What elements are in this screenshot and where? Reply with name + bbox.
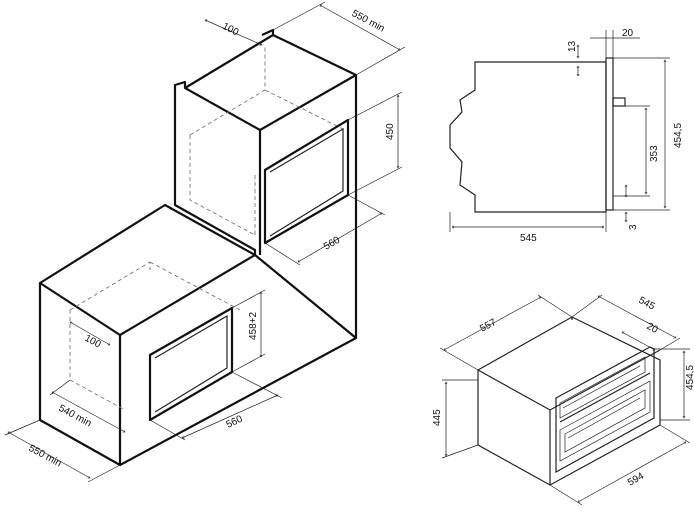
- cabinet-dimensions: 100 550 min 450 560 100 458+2 540 min 55…: [4, 1, 406, 483]
- dim-upper-100: 100: [220, 21, 240, 39]
- dim-side-4545: 454,5: [673, 123, 684, 148]
- dim-side-13: 13: [567, 40, 578, 52]
- tall-cabinet: [173, 28, 358, 340]
- dim-upper-550: 550 min: [350, 8, 387, 34]
- dim-lower-458: 458+2: [248, 311, 259, 340]
- dim-side-545: 545: [520, 233, 537, 244]
- dim-oven-4545: 454,5: [685, 365, 694, 390]
- oven-side-view: 13 20 454,5 353 3 545: [449, 28, 684, 244]
- dim-lower-560: 560: [225, 414, 245, 431]
- dim-upper-450: 450: [385, 123, 396, 140]
- dim-oven-557: 557: [478, 317, 498, 335]
- dim-oven-20: 20: [645, 321, 660, 336]
- dim-side-20: 20: [622, 28, 634, 39]
- dim-oven-445: 445: [432, 409, 443, 426]
- dim-upper-560: 560: [322, 235, 342, 253]
- dim-oven-594: 594: [626, 471, 646, 489]
- dim-oven-545: 545: [637, 295, 657, 313]
- dim-side-3: 3: [628, 224, 639, 230]
- oven-iso-view: 557 545 20 454,5 445 594: [432, 294, 694, 506]
- dim-lower-100: 100: [83, 333, 103, 351]
- dim-side-353: 353: [649, 145, 660, 162]
- dim-lower-550: 550 min: [27, 443, 64, 469]
- dim-lower-540: 540 min: [57, 403, 94, 429]
